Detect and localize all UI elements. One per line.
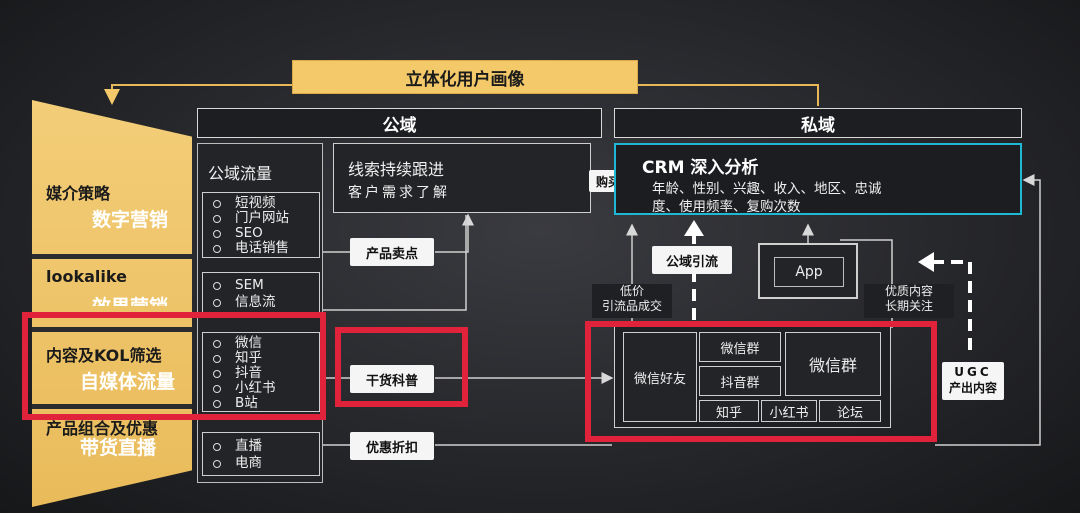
funnel-label-media: 媒介策略 [46,184,111,203]
funnel-divider [32,404,192,409]
public-domain-label: 公域 [382,115,417,136]
list-item: 电话销售 [213,241,319,256]
ugc-sub: 产出内容 [948,381,997,395]
funnel-label-kol: 内容及KOL筛选 [46,346,162,365]
list-item: 门户网站 [213,211,319,226]
diagram-title: 立体化用户画像 [405,69,525,90]
highlight-private-channels [585,321,937,442]
private-domain-header: 私域 [614,108,1022,138]
douyin-group-cell: 抖音群 [699,366,781,396]
quality-content-sub: 长期关注 [884,299,933,313]
ugc-tag: UGC 产出内容 [942,362,1004,400]
traffic-group-4: 直播 电商 [202,432,320,476]
funnel-label-lookalike: lookalike [46,267,127,286]
list-item: 直播 [213,438,319,455]
top-banner: 立体化用户画像 [292,60,638,94]
crm-line-1: 年龄、性别、兴趣、收入、地区、忠诚 [652,181,882,197]
low-price-note: 低价 引流品成交 [592,284,672,318]
low-price-label: 低价 [619,284,644,298]
wechat-group-big-cell: 微信群 [785,332,881,396]
public-flow-tag: 公域引流 [652,246,732,274]
funnel-divider [32,254,192,259]
list-item: 知乎 [213,351,319,366]
low-price-sub: 引流品成交 [601,299,662,313]
private-domain-label: 私域 [801,115,835,136]
traffic-group-3: 微信 知乎 抖音 小红书 B站 [202,332,320,412]
lead-followup-box: 线索持续跟进 客户需求了解 [333,143,591,213]
crm-title: CRM 深入分析 [642,158,759,178]
app-box: App [758,243,858,299]
funnel-sub-bundle: 带货直播 [80,437,157,459]
list-item: 微信 [213,336,319,351]
discount-tag: 优惠折扣 [350,432,434,460]
strategy-funnel [32,100,192,507]
list-item: SEO [213,226,319,241]
list-item: 短视频 [213,196,319,211]
app-label: App [774,257,844,287]
funnel-sub-kol: 自媒体流量 [80,371,176,393]
public-domain-header: 公域 [197,108,602,138]
lead-line-1: 线索持续跟进 [348,160,445,179]
funnel-divider [32,327,192,332]
funnel-sub-media: 数字营销 [92,209,169,231]
list-item: 小红书 [213,381,319,396]
selling-points-tag: 产品卖点 [350,238,434,266]
private-channels-box: 微信好友 微信群 抖音群 微信群 知乎 小红书 论坛 [614,325,891,428]
list-item: B站 [213,396,319,411]
wechat-group-small-cell: 微信群 [699,332,781,362]
quality-content-note: 优质内容 长期关注 [864,284,954,318]
zhihu-cell: 知乎 [699,400,759,422]
list-item: 信息流 [213,294,319,311]
quality-content-label: 优质内容 [884,284,933,298]
public-traffic-title: 公域流量 [208,164,273,183]
traffic-group-1: 短视频 门户网站 SEO 电话销售 [202,192,320,258]
xiaohongshu-cell: 小红书 [761,400,817,422]
ugc-label: UGC [954,365,992,379]
list-item: 抖音 [213,366,319,381]
crm-analysis-box: CRM 深入分析 年龄、性别、兴趣、收入、地区、忠诚 度、使用频率、复购次数 [614,143,1022,215]
highlight-dry-goods [335,327,468,407]
dry-goods-tag: 干货科普 [350,365,434,393]
lead-line-2: 客户需求了解 [348,185,450,201]
crm-line-2: 度、使用频率、复购次数 [652,199,801,215]
funnel-label-bundle: 产品组合及优惠 [46,419,159,438]
wechat-friends-cell: 微信好友 [623,332,697,422]
highlight-kol [22,312,326,420]
funnel-sub-lookalike: 效果营销 [92,292,168,306]
traffic-group-2: SEM 信息流 [202,272,320,314]
forum-cell: 论坛 [819,400,881,422]
list-item: 电商 [213,455,319,472]
list-item: SEM [213,277,319,294]
